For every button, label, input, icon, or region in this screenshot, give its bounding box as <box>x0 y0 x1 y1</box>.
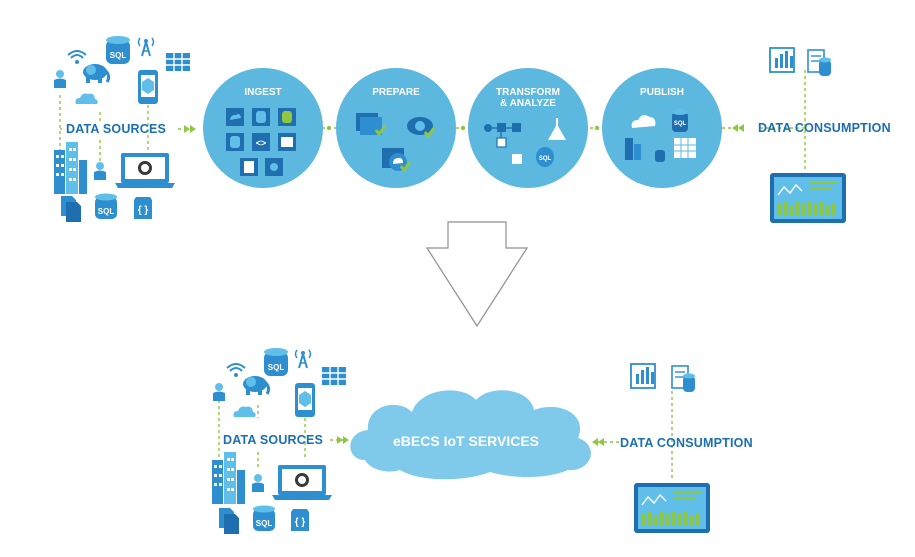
iot-services-label: eBECS IoT SERVICES <box>393 433 540 449</box>
documents-icon <box>61 196 81 222</box>
top-stage-connector-dots <box>326 125 600 131</box>
sql-database-icon: SQL <box>95 193 117 219</box>
publish-icons: SQL <box>625 109 696 162</box>
stage-circle <box>468 68 588 188</box>
antenna-icon <box>137 37 155 57</box>
sql-icon-text: SQL <box>110 51 127 60</box>
svg-text:SQL: SQL <box>539 156 552 162</box>
buildings-icon <box>54 142 87 194</box>
database-report-icon <box>671 365 696 393</box>
stage-title: PREPARE <box>372 87 420 98</box>
down-arrow <box>425 221 529 328</box>
json-file-icon <box>291 509 309 531</box>
person-icon-2 <box>94 162 106 180</box>
power-bi-icon <box>630 363 656 389</box>
sql-db-icon-text: SQL <box>98 207 115 216</box>
cloud-icon <box>233 406 256 417</box>
wifi-icon <box>226 363 246 378</box>
dashboard-monitor-icon <box>633 482 711 534</box>
stage-prepare: PREPARE <box>336 68 456 188</box>
sql-cylinder-icon: SQL <box>264 348 288 376</box>
hadoop-elephant-icon <box>81 62 111 85</box>
top-data-sources-label: DATA SOURCES <box>66 122 167 136</box>
svg-text:SQL: SQL <box>674 121 687 127</box>
transform-icons: SQL <box>484 118 566 167</box>
sql-database-icon: SQL <box>253 505 275 531</box>
prepare-icons <box>356 113 436 173</box>
buildings-icon <box>212 452 245 504</box>
bottom-data-consumption-label: DATA CONSUMPTION <box>620 436 753 450</box>
cloud-icon <box>75 93 98 104</box>
stage-title: INGEST <box>244 87 281 98</box>
power-bi-icon <box>769 47 795 73</box>
bottom-consumption-connectors <box>598 385 673 478</box>
stage-publish: SQL PUBLISH <box>602 68 722 188</box>
person-icon <box>213 383 225 401</box>
person-icon <box>54 70 66 88</box>
stage-ingest: <> INGEST <box>203 68 323 188</box>
stage-transform-analyze: SQL TRANSFORM& ANALYZE <box>468 68 588 188</box>
iot-services-cloud <box>350 390 591 480</box>
top-consumption-icons <box>769 47 847 224</box>
documents-icon <box>219 508 239 534</box>
mobile-device-icon <box>138 70 158 104</box>
svg-text:<>: <> <box>256 138 267 148</box>
dashboard-monitor-icon <box>769 172 847 224</box>
sql-icon-text: SQL <box>268 363 285 372</box>
stage-circle <box>203 68 323 188</box>
table-icon <box>165 52 191 72</box>
top-consumption-arrowheads <box>732 124 744 132</box>
person-icon-2 <box>252 474 264 492</box>
antenna-icon <box>294 349 312 369</box>
stage-title: PUBLISH <box>640 87 684 98</box>
bottom-sources-arrowheads <box>337 436 349 444</box>
top-data-consumption-label: DATA CONSUMPTION <box>758 121 891 135</box>
table-icon <box>321 366 347 386</box>
stage-circle <box>602 68 722 188</box>
stage-circle <box>336 68 456 188</box>
stage-title: TRANSFORM& ANALYZE <box>496 87 560 109</box>
sql-cylinder-icon: SQL <box>106 36 130 64</box>
top-consumption-connectors <box>760 70 806 170</box>
laptop-icon <box>115 153 175 188</box>
ingest-icons: <> <box>226 108 296 176</box>
database-report-icon <box>807 49 832 77</box>
bottom-data-source-icons: SQL SQL <box>212 348 347 534</box>
bottom-sources-connectors <box>218 388 345 470</box>
top-sources-arrowheads <box>184 125 196 133</box>
hadoop-elephant-icon <box>241 374 271 397</box>
laptop-icon <box>272 465 332 500</box>
wifi-icon <box>67 50 87 65</box>
mobile-device-icon <box>295 383 315 417</box>
bottom-data-sources-label: DATA SOURCES <box>223 433 324 447</box>
bottom-consumption-arrowheads <box>592 438 604 446</box>
json-file-icon <box>134 197 152 219</box>
sql-db-icon-text: SQL <box>256 519 273 528</box>
top-data-source-icons: SQL SQL <box>54 36 191 222</box>
